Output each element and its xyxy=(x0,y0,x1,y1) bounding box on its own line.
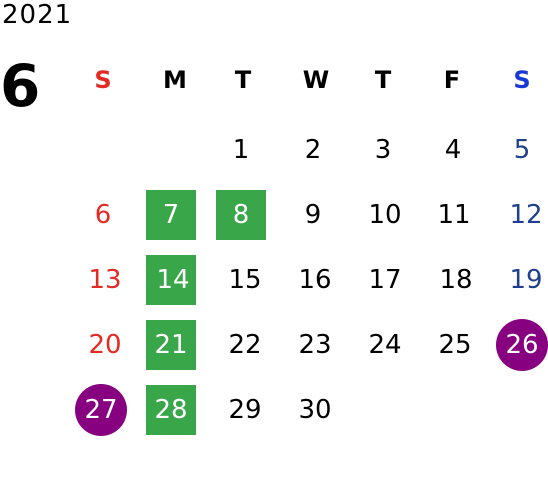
day-17[interactable]: 17 xyxy=(368,265,402,295)
day-5[interactable]: 5 xyxy=(513,135,531,165)
highlight-box-21 xyxy=(146,320,196,370)
day-19[interactable]: 19 xyxy=(509,265,543,295)
day-27[interactable]: 27 xyxy=(84,395,118,425)
highlight-box-7 xyxy=(146,190,196,240)
day-30[interactable]: 30 xyxy=(298,395,332,425)
weekday-header-wed: W xyxy=(302,66,330,94)
day-20[interactable]: 20 xyxy=(88,330,122,360)
highlight-box-28 xyxy=(146,385,196,435)
day-25[interactable]: 25 xyxy=(438,330,472,360)
day-12[interactable]: 12 xyxy=(509,200,543,230)
day-9[interactable]: 9 xyxy=(304,200,322,230)
year-label: 2021 xyxy=(2,0,73,30)
weekday-header-sun: S xyxy=(94,66,112,94)
day-6[interactable]: 6 xyxy=(94,200,112,230)
highlight-box-8 xyxy=(216,190,266,240)
highlight-box-14 xyxy=(146,255,196,305)
day-26[interactable]: 26 xyxy=(505,330,539,360)
day-22[interactable]: 22 xyxy=(228,330,262,360)
day-8[interactable]: 8 xyxy=(232,200,250,230)
day-24[interactable]: 24 xyxy=(368,330,402,360)
day-3[interactable]: 3 xyxy=(374,135,392,165)
day-1[interactable]: 1 xyxy=(232,135,250,165)
day-13[interactable]: 13 xyxy=(88,265,122,295)
weekday-header-sat: S xyxy=(513,66,531,94)
day-18[interactable]: 18 xyxy=(439,265,473,295)
day-21[interactable]: 21 xyxy=(154,330,188,360)
day-29[interactable]: 29 xyxy=(228,395,262,425)
day-15[interactable]: 15 xyxy=(228,265,262,295)
day-2[interactable]: 2 xyxy=(304,135,322,165)
weekday-header-thu: T xyxy=(374,66,392,94)
weekday-header-tue: T xyxy=(234,66,252,94)
day-4[interactable]: 4 xyxy=(444,135,462,165)
weekday-header-fri: F xyxy=(443,66,461,94)
day-11[interactable]: 11 xyxy=(437,200,471,230)
day-28[interactable]: 28 xyxy=(154,395,188,425)
weekday-header-mon: M xyxy=(163,66,187,94)
day-14[interactable]: 14 xyxy=(156,265,190,295)
day-23[interactable]: 23 xyxy=(298,330,332,360)
day-7[interactable]: 7 xyxy=(162,200,180,230)
highlight-circle-27 xyxy=(75,384,127,436)
highlight-circle-26 xyxy=(496,319,548,371)
month-number: 6 xyxy=(0,52,41,120)
day-10[interactable]: 10 xyxy=(368,200,402,230)
day-16[interactable]: 16 xyxy=(298,265,332,295)
